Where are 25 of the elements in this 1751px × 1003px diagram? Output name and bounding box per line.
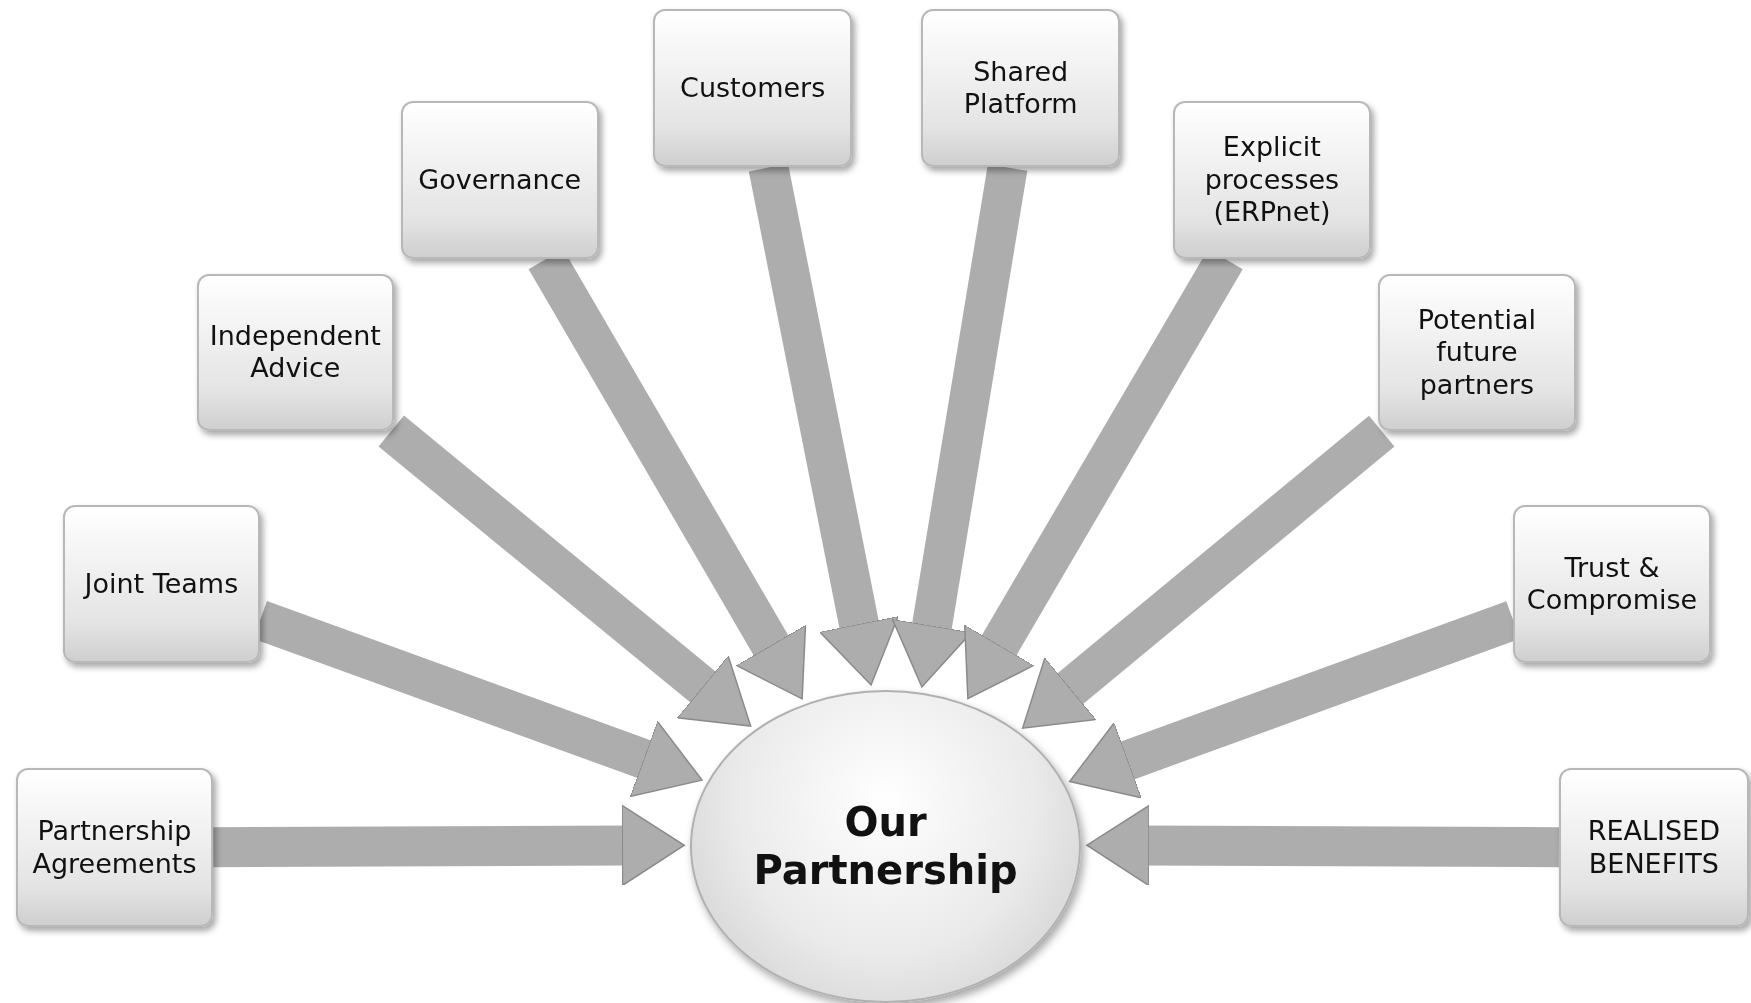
concept-box <box>653 8 853 168</box>
box-label: Potential future partners <box>1416 303 1537 401</box>
box-label: Trust & Compromise <box>1525 551 1699 617</box>
concept-box <box>400 100 599 260</box>
box-label: Explicit processes (ERPnet) <box>1203 131 1341 229</box>
concept-box <box>1513 504 1711 664</box>
block-arrow <box>213 804 686 887</box>
concept-box <box>196 273 395 432</box>
central-label: Our Partnership <box>752 798 1019 895</box>
box-label: Independent Advice <box>208 319 382 385</box>
concept-box <box>1378 273 1576 432</box>
box-label: Joint Teams <box>84 567 239 601</box>
concept-box <box>921 8 1121 168</box>
box-label: Shared Platform <box>962 55 1079 121</box>
box-label: Partnership Agreements <box>31 815 198 880</box>
box-label: REALISED BENEFITS <box>1586 815 1721 880</box>
box-label: Governance <box>418 163 582 196</box>
concept-box <box>15 768 214 927</box>
concept-box <box>1558 768 1749 927</box>
box-label: Customers <box>680 72 826 105</box>
block-arrow <box>378 415 752 727</box>
concept-box <box>1172 100 1372 260</box>
block-arrow <box>1086 804 1560 887</box>
concept-box <box>62 504 261 664</box>
block-arrow <box>1021 415 1395 729</box>
